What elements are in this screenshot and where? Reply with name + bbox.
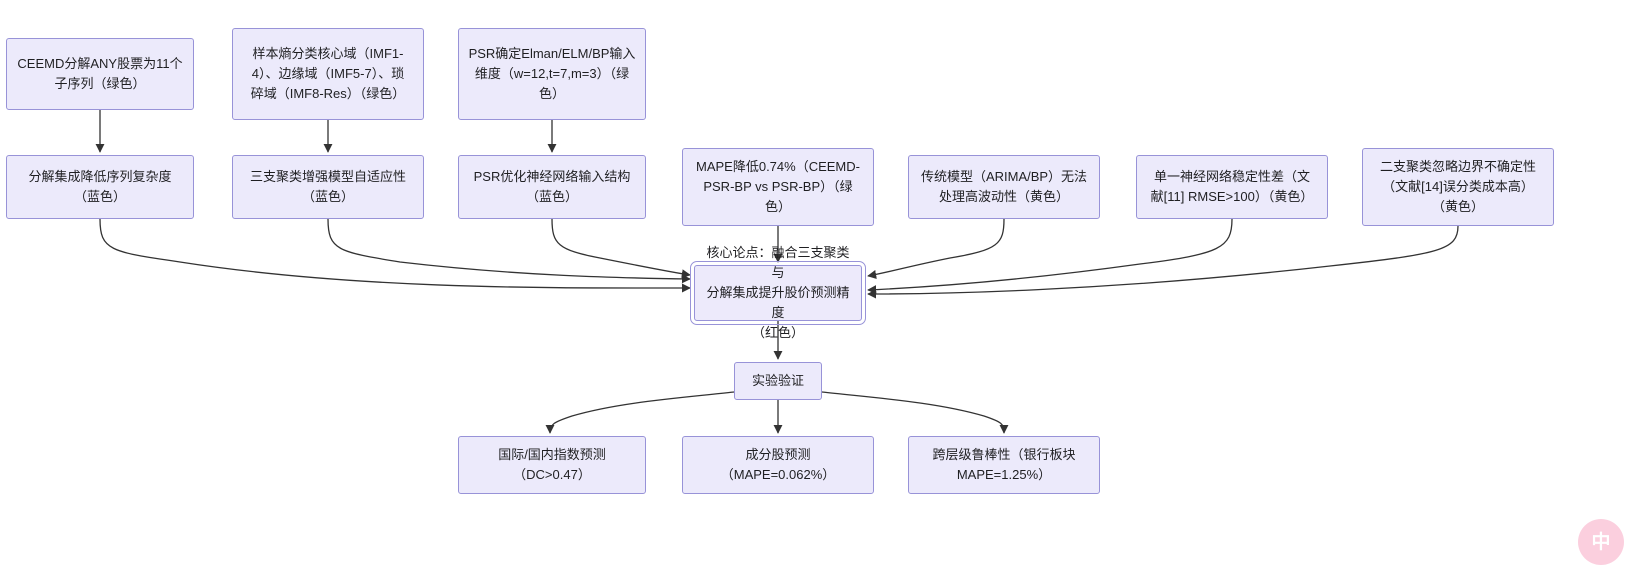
node-label: 分解集成降低序列复杂度 （蓝色） bbox=[28, 169, 172, 204]
node-mape-reduction-evidence[interactable]: MAPE降低0.74%（CEEMD- PSR-BP vs PSR-BP）（绿 色… bbox=[682, 148, 874, 226]
node-label: PSR确定Elman/ELM/BP输入 维度（w=12,t=7,m=3）（绿 色… bbox=[468, 46, 636, 101]
node-ceemd-decompose[interactable]: CEEMD分解ANY股票为11个 子序列（绿色） bbox=[6, 38, 194, 110]
edge-m7-core bbox=[867, 225, 1459, 299]
node-label: 样本熵分类核心域（IMF1- 4）、边缘域（IMF5-7）、琐 碎域（IMF8-… bbox=[250, 46, 406, 101]
node-three-way-clustering-adaptivity[interactable]: 三支聚类增强模型自适应性 （蓝色） bbox=[232, 155, 424, 219]
node-traditional-model-gap[interactable]: 传统模型（ARIMA/BP）无法 处理高波动性（黄色） bbox=[908, 155, 1100, 219]
node-index-forecast-result[interactable]: 国际/国内指数预测 （DC>0.47） bbox=[458, 436, 646, 494]
node-label: 实验验证 bbox=[751, 373, 804, 388]
edge-m5-core bbox=[867, 218, 1005, 280]
node-psr-optimizes-network-input[interactable]: PSR优化神经网络输入结构 （蓝色） bbox=[458, 155, 646, 219]
node-label: MAPE降低0.74%（CEEMD- PSR-BP vs PSR-BP）（绿 色… bbox=[696, 159, 860, 214]
node-psr-input-dimension[interactable]: PSR确定Elman/ELM/BP输入 维度（w=12,t=7,m=3）（绿 色… bbox=[458, 28, 646, 120]
node-single-network-instability-gap[interactable]: 单一神经网络稳定性差（文 献[11] RMSE>100）（黄色） bbox=[1136, 155, 1328, 219]
edge-m2-core bbox=[327, 218, 691, 284]
node-label: CEEMD分解ANY股票为11个 子序列（绿色） bbox=[17, 56, 183, 91]
node-decomposition-reduces-complexity[interactable]: 分解集成降低序列复杂度 （蓝色） bbox=[6, 155, 194, 219]
watermark-glyph: 中 bbox=[1591, 530, 1611, 553]
node-label: 传统模型（ARIMA/BP）无法 处理高波动性（黄色） bbox=[920, 169, 1088, 204]
edge-exp-b3 bbox=[821, 391, 1009, 434]
node-label: 二支聚类忽略边界不确定性 （文献[14]误分类成本高） （黄色） bbox=[1379, 159, 1536, 214]
node-label: 核心论点：融合三支聚类与 分解集成提升股价预测精度 （红色） bbox=[706, 245, 850, 340]
node-constituent-stock-result[interactable]: 成分股预测 （MAPE=0.062%） bbox=[682, 436, 874, 494]
node-sample-entropy-classify[interactable]: 样本熵分类核心域（IMF1- 4）、边缘域（IMF5-7）、琐 碎域（IMF8-… bbox=[232, 28, 424, 120]
node-label: 跨层级鲁棒性（银行板块 MAPE=1.25%） bbox=[932, 447, 1076, 482]
edge-m1-core bbox=[99, 218, 691, 293]
node-label: 成分股预测 （MAPE=0.062%） bbox=[720, 447, 836, 482]
edge-m3-core bbox=[551, 218, 691, 279]
node-core-claim[interactable]: 核心论点：融合三支聚类与 分解集成提升股价预测精度 （红色） bbox=[690, 245, 866, 340]
node-two-way-clustering-gap[interactable]: 二支聚类忽略边界不确定性 （文献[14]误分类成本高） （黄色） bbox=[1362, 148, 1554, 226]
watermark-badge: 中 bbox=[1578, 519, 1624, 565]
node-label: PSR优化神经网络输入结构 （蓝色） bbox=[473, 169, 631, 204]
edge-m6-core bbox=[867, 218, 1233, 295]
node-experiment-validation[interactable]: 实验验证 bbox=[734, 362, 822, 400]
node-label: 国际/国内指数预测 （DC>0.47） bbox=[498, 447, 606, 482]
node-cross-level-robustness-result[interactable]: 跨层级鲁棒性（银行板块 MAPE=1.25%） bbox=[908, 436, 1100, 494]
edge-exp-b1 bbox=[545, 391, 735, 434]
node-label: 单一神经网络稳定性差（文 献[11] RMSE>100）（黄色） bbox=[1150, 169, 1314, 204]
node-label: 三支聚类增强模型自适应性 （蓝色） bbox=[249, 169, 406, 204]
